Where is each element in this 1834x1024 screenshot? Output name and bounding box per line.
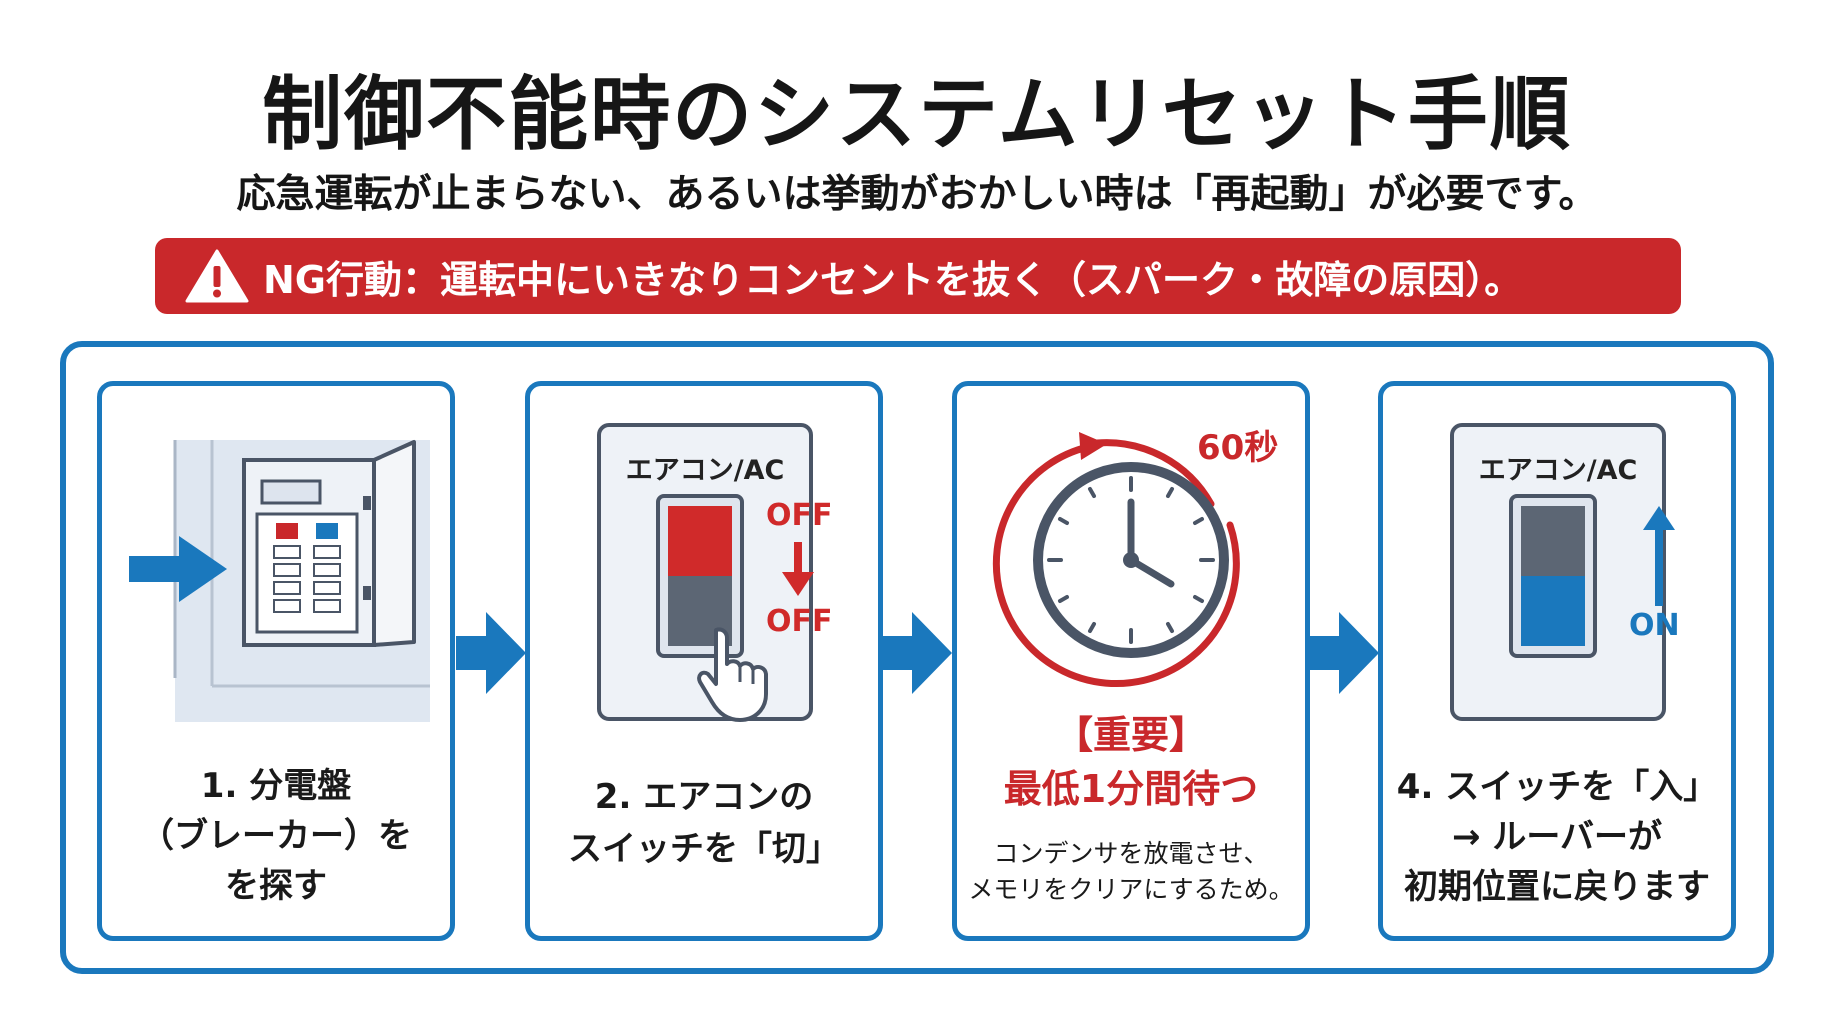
steps-frame [60,341,1774,974]
step-2-caption: 2. エアコンの スイッチを「切」 [568,777,840,869]
off-label-bottom: OFF [766,604,833,639]
on-label: ON [1629,608,1680,643]
timer-label: 60秒 [1197,428,1279,468]
warning-banner: NG行動：運転中にいきなりコンセントを抜く（スパーク・故障の原因）。 [155,238,1681,314]
switch-label: エアコン/AC [625,455,785,486]
step-card-1: 1. 分電盤 （ブレーカー）を を探す [97,381,455,941]
page-subtitle: 応急運転が止まらない、あるいは挙動がおかしい時は「再起動」が必要です。 [236,172,1598,217]
clock-icon [992,432,1240,688]
next-step-arrow-icon [882,612,952,694]
next-step-arrow-icon [1309,612,1379,694]
step-3-emphasis: 【重要】 最低1分間待つ [1003,713,1259,811]
arrow-down-icon [782,542,814,596]
ac-switch-on-icon [1450,423,1666,721]
page-title: 制御不能時のシステムリセット手順 [262,68,1572,161]
off-label-top: OFF [766,498,833,533]
step-card-4: エアコン/AC ON 4. スイッチを「入」 → ルーバーが 初期位置に戻ります [1378,381,1736,941]
ac-switch-off-icon [597,423,813,721]
step-4-caption: 4. スイッチを「入」 → ルーバーが 初期位置に戻ります [1396,767,1718,907]
arrow-up-icon [1643,506,1675,606]
pointing-hand-icon [697,627,768,722]
switch-label: エアコン/AC [1478,455,1638,486]
step-card-3: 60秒 【重要】 最低1分間待つ コンデンサを放電させ、 メモリをクリアにするた… [952,381,1310,941]
next-step-arrow-icon [456,612,526,694]
step-1-caption: 1. 分電盤 （ブレーカー）を を探す [140,766,412,906]
warning-text: NG行動：運転中にいきなりコンセントを抜く（スパーク・故障の原因）。 [263,257,1523,302]
step-card-2: エアコン/AC OFF OFF 2. エアコンの スイッチを「切」 [525,381,883,941]
step-3-note: コンデンサを放電させ、 メモリをクリアにするため。 [968,839,1294,904]
breaker-panel-icon [129,440,430,722]
warning-triangle-icon [185,249,249,303]
